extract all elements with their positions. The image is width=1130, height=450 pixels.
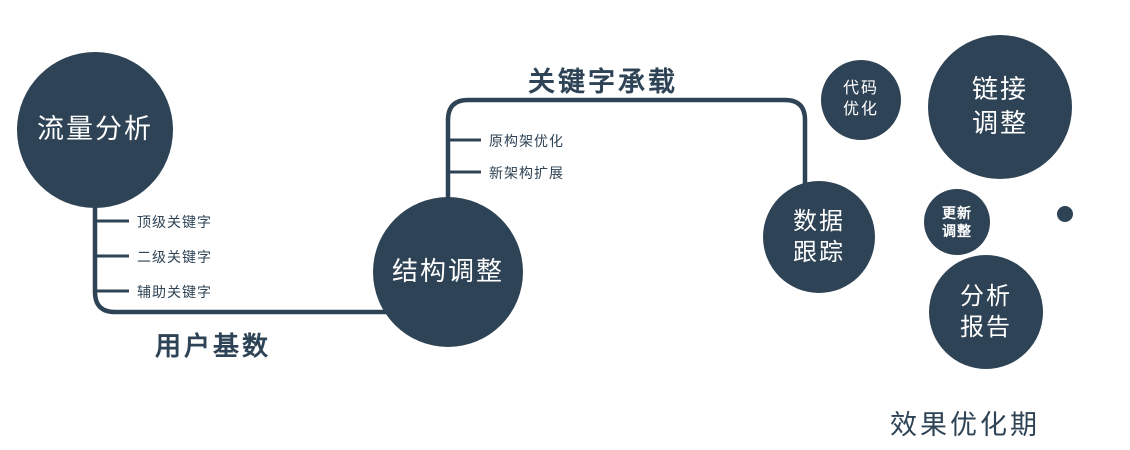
node-link-adjustment: 链接 调整	[928, 35, 1072, 179]
node-traffic-analysis-label: 流量分析	[37, 114, 153, 145]
node-link-adjustment-line2: 调整	[971, 108, 1028, 138]
connector-structure-to-tracking	[445, 97, 808, 204]
structure-branch-ticks	[448, 138, 481, 174]
branch-label-original-framework-optimization: 原构架优化	[489, 133, 564, 149]
node-update-adjustment-line2: 调整	[942, 223, 972, 239]
node-update-adjustment-line1: 更新	[942, 204, 972, 221]
node-structure-adjustment: 结构调整	[373, 197, 523, 347]
node-analysis-report: 分析 报告	[929, 255, 1043, 369]
node-code-optimization-line1: 代码	[842, 80, 879, 98]
node-traffic-analysis: 流量分析	[17, 52, 173, 208]
node-data-tracking-line2: 跟踪	[793, 239, 845, 266]
caption-effect-optimization-period: 效果优化期	[890, 410, 1040, 440]
node-link-adjustment-line1: 链接	[971, 74, 1028, 105]
dot-marker	[1057, 206, 1073, 222]
node-data-tracking: 数据 跟踪	[763, 181, 875, 293]
edge-label-keyword-carry: 关键字承载	[528, 67, 678, 97]
node-analysis-report-line2: 报告	[960, 314, 1012, 341]
node-analysis-report-line1: 分析	[960, 282, 1012, 310]
branch-label-top-keywords: 顶级关键字	[137, 214, 212, 230]
node-structure-adjustment-label: 结构调整	[391, 256, 504, 287]
branch-label-auxiliary-keywords: 辅助关键字	[137, 284, 212, 300]
edge-label-user-base: 用户基数	[155, 331, 272, 361]
node-data-tracking-line1: 数据	[793, 207, 845, 235]
node-code-optimization-line2: 优化	[842, 101, 879, 118]
branch-label-new-architecture-expansion: 新架构扩展	[489, 165, 564, 181]
branch-label-secondary-keywords: 二级关键字	[137, 249, 212, 265]
traffic-branch-ticks	[95, 219, 129, 293]
node-update-adjustment: 更新 调整	[924, 189, 990, 255]
node-code-optimization: 代码 优化	[821, 60, 901, 140]
